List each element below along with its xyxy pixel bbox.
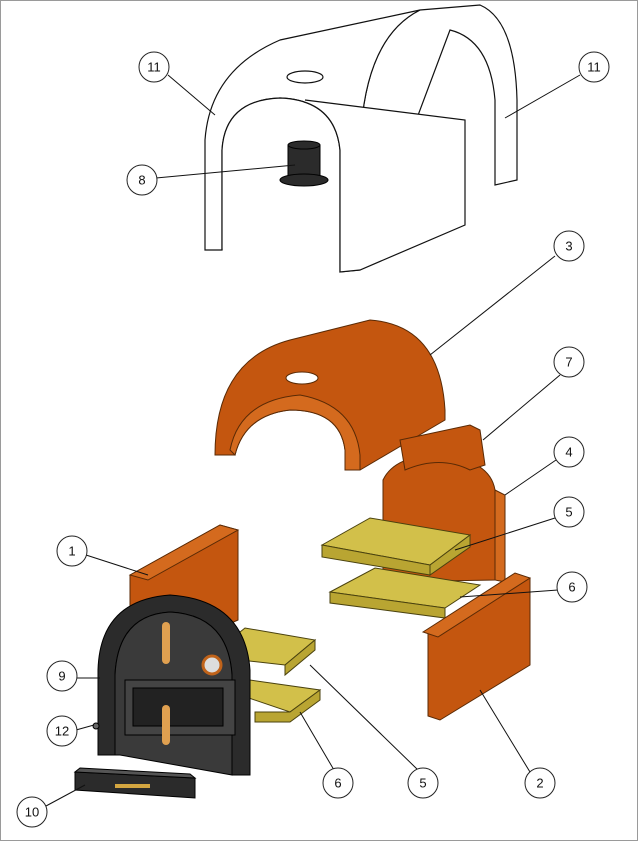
- ash-drawer-part-10: [73, 767, 197, 799]
- floor-tile-lower-left-part-6: [239, 679, 322, 723]
- door-frame-part-9: [97, 594, 251, 776]
- svg-text:3: 3: [565, 239, 572, 254]
- svg-text:1: 1: [68, 544, 75, 559]
- balloon-10: 10: [16, 796, 48, 828]
- svg-text:11: 11: [587, 60, 601, 75]
- svg-text:10: 10: [25, 805, 39, 820]
- floor-tile-upper-left-part-5: [229, 627, 317, 677]
- svg-text:5: 5: [565, 505, 572, 520]
- balloon-5-left: 5: [407, 767, 439, 799]
- back-cap-part-7: [399, 424, 486, 471]
- balloon-11-left: 11: [138, 51, 170, 83]
- balloon-9: 9: [46, 660, 78, 692]
- balloon-2: 2: [524, 767, 556, 799]
- svg-text:12: 12: [55, 724, 69, 739]
- svg-text:5: 5: [419, 776, 426, 791]
- svg-text:8: 8: [138, 173, 145, 188]
- svg-text:9: 9: [58, 669, 65, 684]
- screw-part-12: [92, 722, 100, 730]
- svg-text:7: 7: [565, 355, 572, 370]
- leader-lines: [45, 74, 581, 807]
- dome-part-3: [214, 319, 446, 471]
- chimney-part-8: [279, 140, 329, 187]
- balloon-6-left: 6: [322, 767, 354, 799]
- svg-text:2: 2: [536, 776, 543, 791]
- outer-cover-part-11: [204, 4, 518, 273]
- balloon-12: 12: [46, 715, 78, 747]
- balloon-11-right: 11: [578, 51, 610, 83]
- svg-text:4: 4: [565, 445, 572, 460]
- balloon-6-right: 6: [556, 571, 588, 603]
- balloon-7: 7: [553, 346, 585, 378]
- balloon-8: 8: [126, 164, 158, 196]
- svg-text:11: 11: [147, 60, 161, 75]
- balloon-5-right: 5: [553, 496, 585, 528]
- svg-text:6: 6: [568, 580, 575, 595]
- balloon-3: 3: [553, 230, 585, 262]
- side-wall-right-part-2: [421, 572, 532, 721]
- balloon-4: 4: [553, 436, 585, 468]
- svg-text:6: 6: [334, 776, 341, 791]
- floor-tile-upper-right-part-5: [320, 517, 472, 576]
- balloon-1: 1: [56, 535, 88, 567]
